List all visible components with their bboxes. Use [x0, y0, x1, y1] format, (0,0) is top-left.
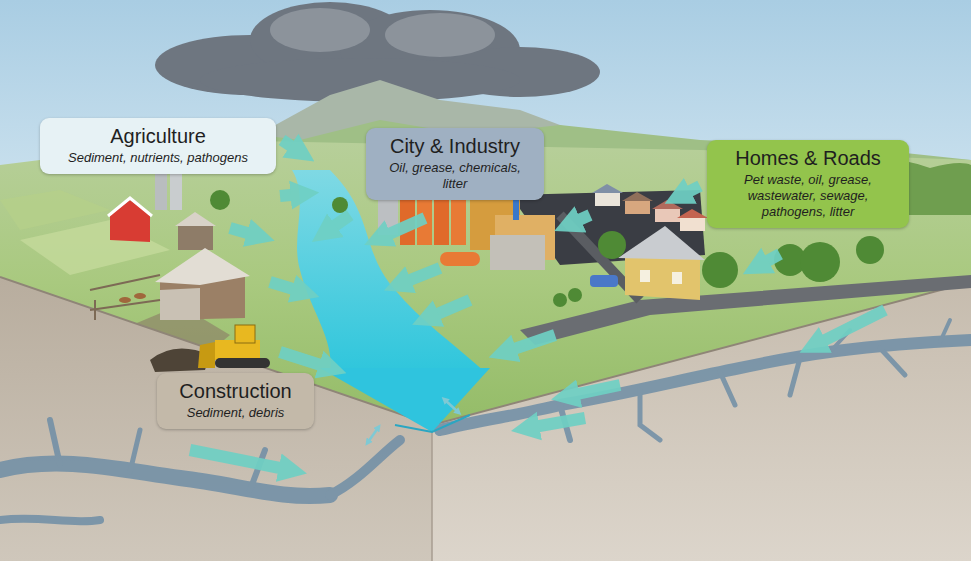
source-heading: Homes & Roads [717, 146, 899, 170]
source-box: Homes & RoadsPet waste, oil, grease, was… [707, 140, 909, 228]
source-heading: City & Industry [376, 134, 534, 158]
source-heading: Construction [167, 379, 304, 403]
source-heading: Agriculture [50, 124, 266, 148]
source-box: AgricultureSediment, nutrients, pathogen… [40, 118, 276, 174]
pollutant-list: Oil, grease, chemicals, litter [376, 160, 534, 192]
pollutant-list: Sediment, nutrients, pathogens [50, 150, 266, 166]
source-box: ConstructionSediment, debris [157, 373, 314, 429]
pollutant-list: Pet waste, oil, grease, wastewater, sewa… [717, 172, 899, 220]
source-box: City & IndustryOil, grease, chemicals, l… [366, 128, 544, 200]
pollutant-list: Sediment, debris [167, 405, 304, 421]
